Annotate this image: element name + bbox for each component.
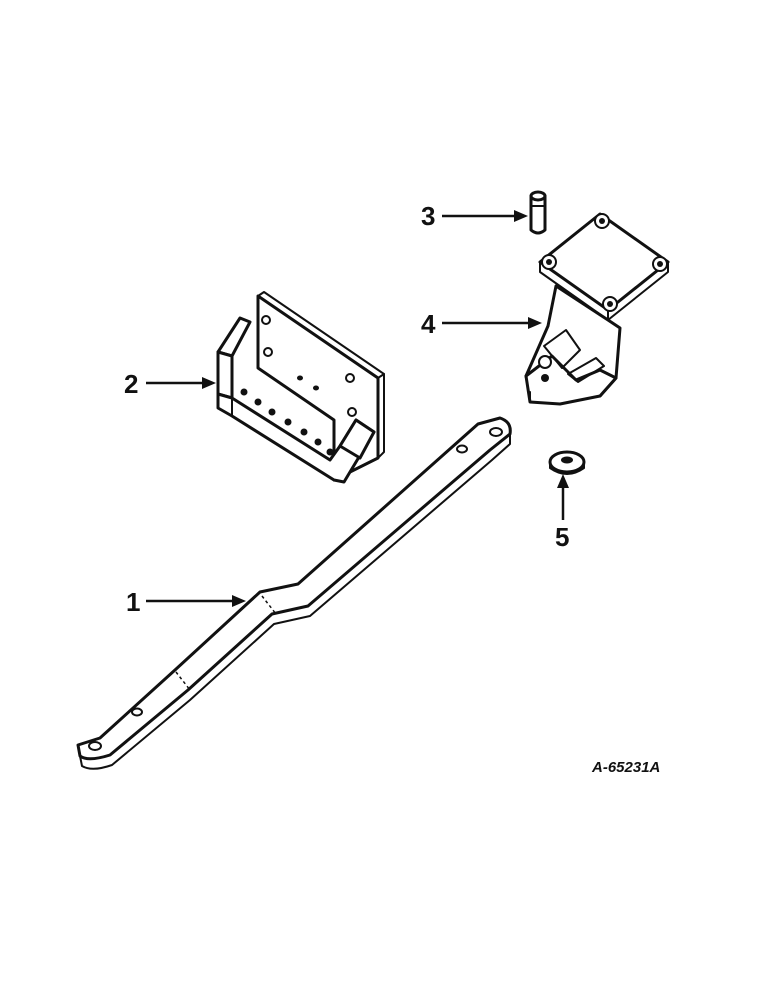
figure-reference: A-65231A [591,759,660,776]
callout-2-label: 2 [124,369,138,399]
callout-4-arrowhead [528,317,542,329]
washer-part [548,450,586,475]
callout-4-label: 4 [421,309,436,339]
callout-5-arrowhead [557,474,569,488]
callout-1-arrowhead [232,595,246,607]
hitch-clevis-part [524,212,670,406]
pin-part [529,190,547,235]
callout-arrows [146,210,569,607]
callout-3-arrowhead [514,210,528,222]
callout-3-label: 3 [421,201,435,231]
callout-2-arrowhead [202,377,216,389]
drawbar-part [76,416,512,770]
callout-5-label: 5 [555,522,569,552]
callout-1-label: 1 [126,587,140,617]
bracket-part [216,291,385,484]
